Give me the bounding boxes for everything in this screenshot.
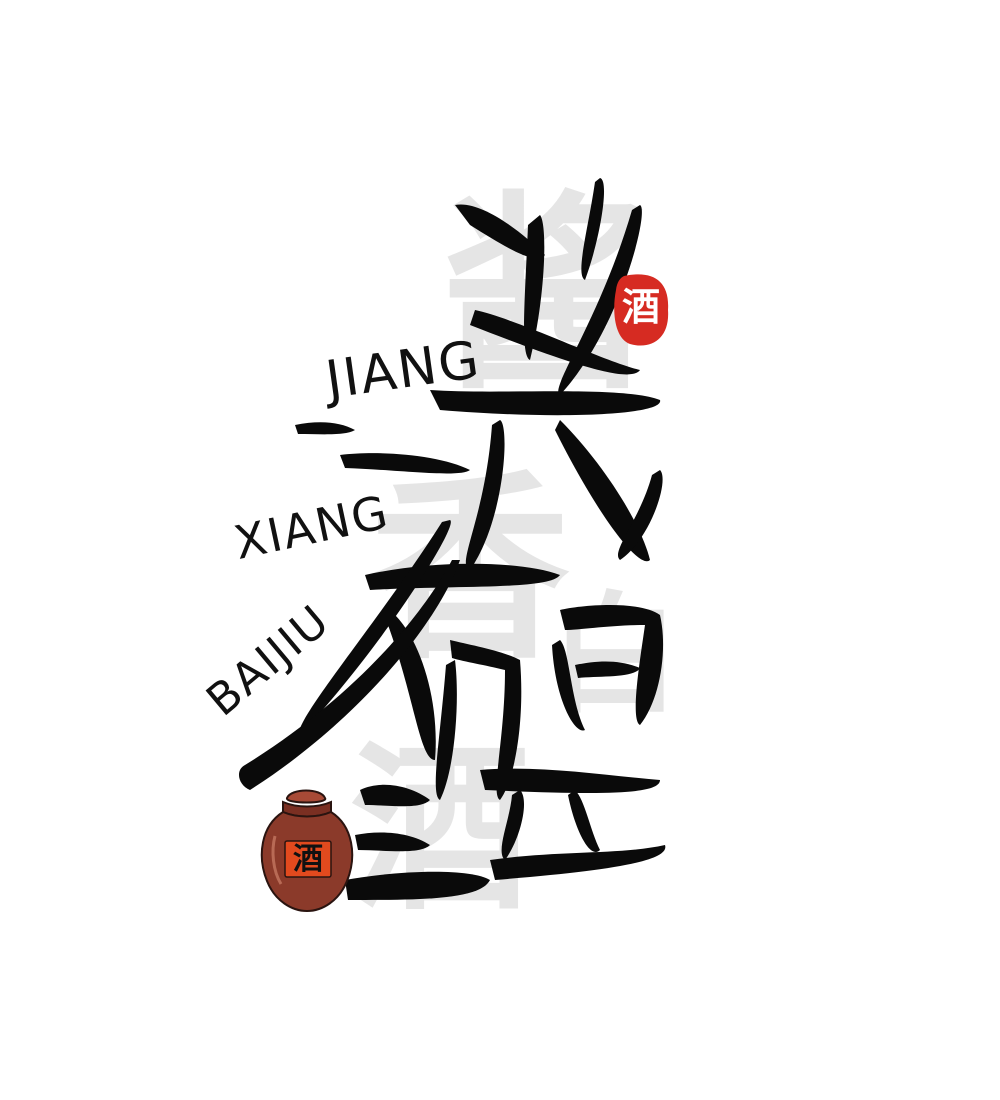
brush-stroke-21 xyxy=(345,871,490,900)
brush-stroke-1 xyxy=(455,204,545,259)
wine-jar-icon xyxy=(260,789,354,913)
brush-stroke-16 xyxy=(575,661,640,678)
seal-text: 酒 xyxy=(622,284,661,329)
brush-stroke-18 xyxy=(435,660,457,800)
brush-stroke-6 xyxy=(430,390,661,416)
brush-stroke-15 xyxy=(552,640,585,731)
brush-stroke-3 xyxy=(581,178,605,280)
brush-stroke-2 xyxy=(524,215,545,360)
brush-stroke-11 xyxy=(299,520,451,735)
brush-stroke-22 xyxy=(480,768,660,793)
brush-stroke-20 xyxy=(355,832,430,852)
brush-stroke-23 xyxy=(501,790,525,860)
brush-stroke-14 xyxy=(560,605,664,725)
seal-shape xyxy=(614,274,669,346)
calligraphy-char-jiang: 酱 xyxy=(440,171,651,418)
brush-stroke-17 xyxy=(450,640,522,800)
brush-stroke-24 xyxy=(568,790,600,852)
jar-lid xyxy=(285,789,327,804)
red-seal xyxy=(614,274,669,346)
brush-stroke-13 xyxy=(238,560,460,790)
brush-stroke-7 xyxy=(465,420,505,570)
jar-label-text: 酒 xyxy=(293,842,323,877)
calligraphy-char-jiu: 酒 xyxy=(350,724,531,935)
brush-stroke-5 xyxy=(470,310,640,375)
brush-stroke-19 xyxy=(360,784,430,807)
brush-stroke-8 xyxy=(555,420,650,562)
brush-stroke-26 xyxy=(295,422,355,435)
calligraphy-char-bai: 白 xyxy=(550,578,681,731)
brush-stroke-9 xyxy=(617,470,663,560)
calligraphy-char-xiang: 香 xyxy=(370,452,571,687)
brush-stroke-25 xyxy=(490,845,666,880)
jar-label xyxy=(284,840,332,878)
jar-shine xyxy=(271,835,283,885)
brush-stroke-4 xyxy=(558,205,642,395)
brush-stroke-27 xyxy=(340,453,470,474)
